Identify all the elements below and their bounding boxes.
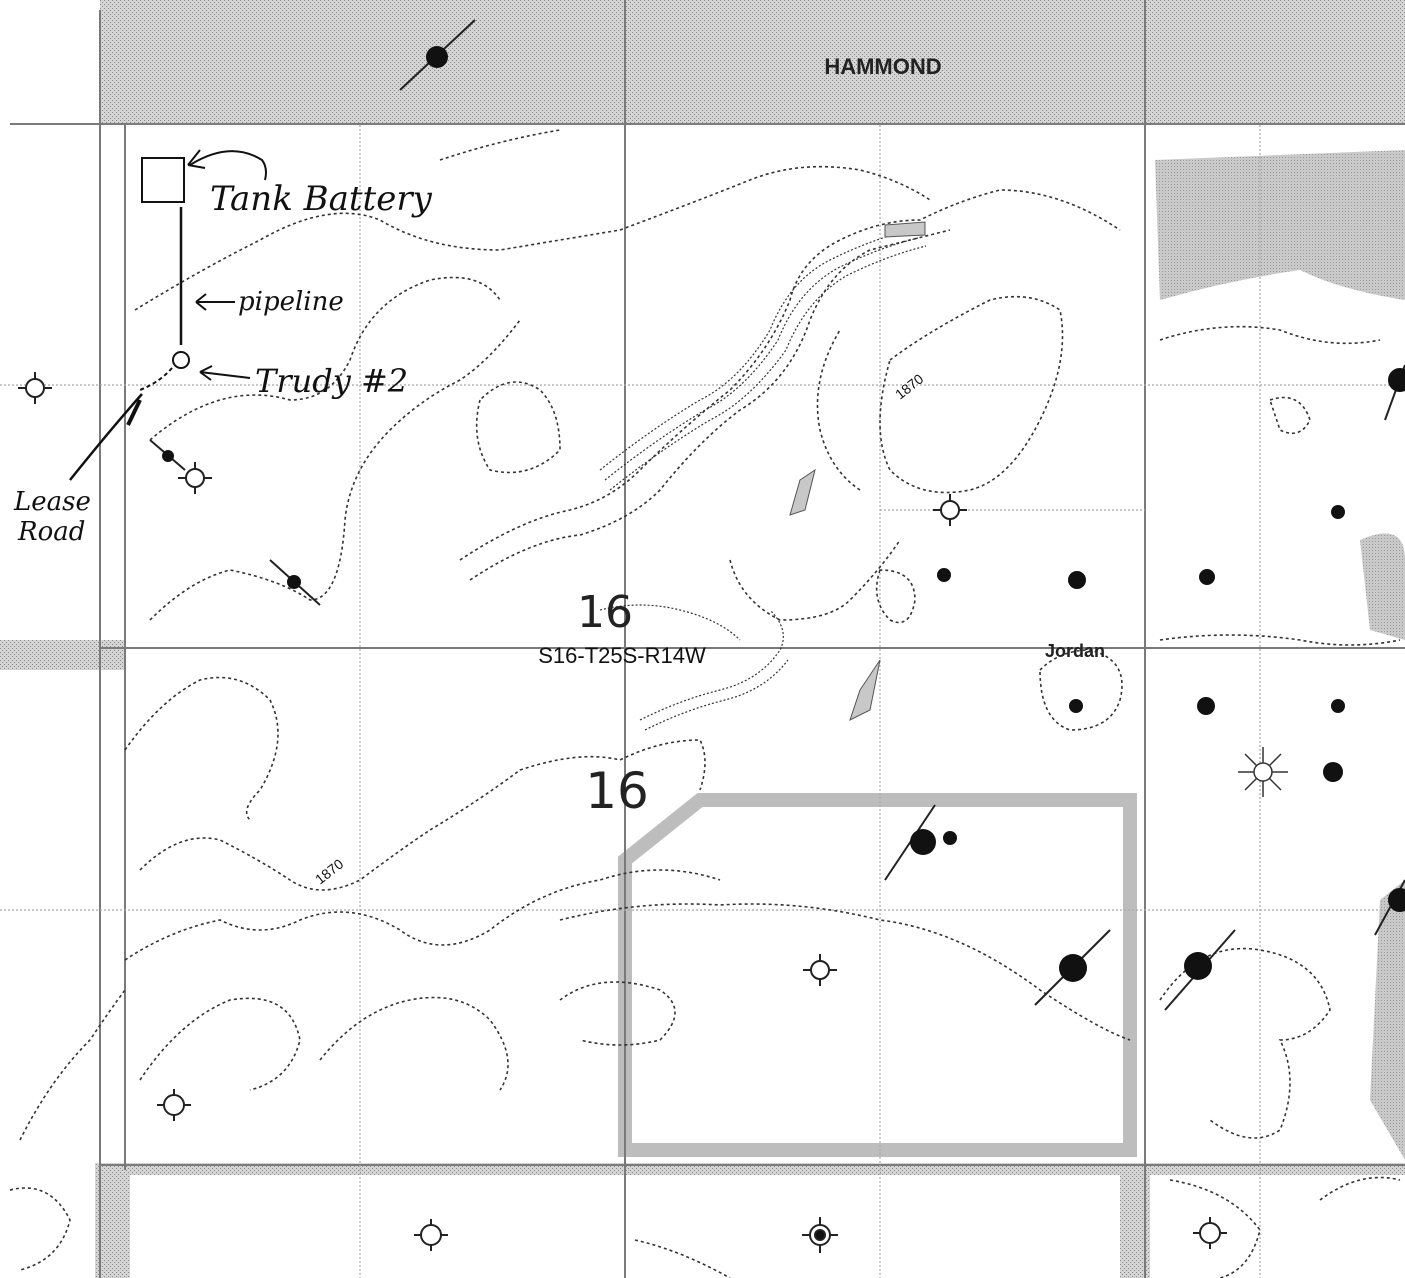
producing-well-icon[interactable]: [149, 439, 186, 471]
pipeline-label: pipeline: [238, 287, 344, 317]
section-number-upper: 16: [577, 587, 633, 638]
lease-road-line: [139, 367, 173, 391]
shaded-area-right: [1155, 150, 1405, 300]
producing-well-icon[interactable]: [1197, 697, 1215, 715]
location-well-icon[interactable]: [18, 372, 52, 404]
dry-hole-icon[interactable]: [802, 1217, 838, 1253]
location-well-icon[interactable]: [803, 954, 837, 986]
producing-well-icon[interactable]: [1323, 762, 1343, 782]
producing-well-icon[interactable]: [1034, 929, 1111, 1006]
producing-well-icon[interactable]: [1164, 929, 1236, 1011]
producing-well-icon[interactable]: [1068, 571, 1086, 589]
lease-name-top: HAMMOND: [824, 54, 941, 79]
location-well-icon[interactable]: [414, 1219, 448, 1251]
tank-battery-symbol: [141, 157, 185, 203]
top-band: [100, 0, 1405, 124]
injection-well-icon[interactable]: [1238, 747, 1288, 797]
producing-well-icon[interactable]: [399, 19, 476, 91]
trudy-well-label: Trudy #2: [255, 362, 408, 400]
producing-well-icon[interactable]: [937, 568, 951, 582]
producing-well-icon[interactable]: [1374, 879, 1405, 936]
plugged-well-icon[interactable]: [933, 494, 967, 526]
producing-well-icon[interactable]: [884, 804, 957, 881]
location-well-icon[interactable]: [1193, 1217, 1227, 1249]
tank-battery-label: Tank Battery: [210, 179, 433, 219]
section-number-lower: 16: [585, 762, 649, 820]
producing-well-icon[interactable]: [269, 559, 321, 606]
producing-well-icon[interactable]: [1199, 569, 1215, 585]
lease-name-right: Jordan: [1045, 641, 1105, 661]
producing-well-icon[interactable]: [1331, 699, 1345, 713]
producing-well-icon[interactable]: [1384, 364, 1405, 421]
lease-road-label-2: Road: [17, 517, 85, 547]
producing-well-icon[interactable]: [1331, 505, 1345, 519]
section-grid: [10, 0, 1405, 1278]
location-well-icon[interactable]: [178, 462, 212, 494]
contour-lines: [9, 129, 1401, 1278]
well-symbols: [18, 19, 1405, 1253]
hand-annotations: Tank Battery pipeline Trudy #2 Lease Roa…: [13, 149, 433, 547]
producing-well-icon[interactable]: [1069, 699, 1083, 713]
trudy-well-icon[interactable]: [172, 351, 190, 369]
lease-road-label-1: Lease: [13, 487, 91, 517]
location-well-icon[interactable]: [157, 1089, 191, 1121]
section-label: S16-T25S-R14W: [538, 643, 706, 668]
